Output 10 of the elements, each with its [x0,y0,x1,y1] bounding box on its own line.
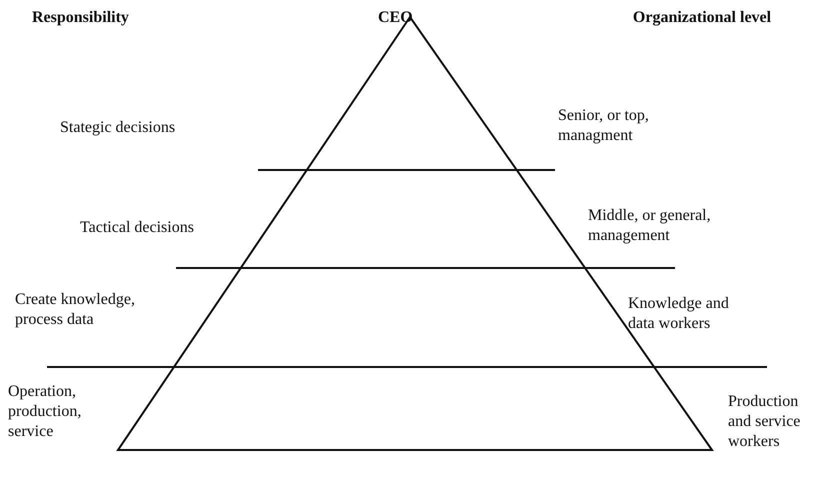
responsibility-label: Stategic decisions [60,118,176,138]
level-label: Senior, or top, managment [558,106,650,146]
responsibility-label: Create knowledge, process data [15,290,136,330]
level-label: Middle, or general, management [588,206,712,246]
level-label: Production and service workers [728,392,802,452]
column-heading: Organizational level [632,8,772,28]
column-heading: Responsibility [32,8,130,28]
responsibility-label: Operation, production, service [8,382,82,442]
level-label: Knowledge and data workers [628,294,730,334]
responsibility-label: Tactical decisions [80,218,195,238]
